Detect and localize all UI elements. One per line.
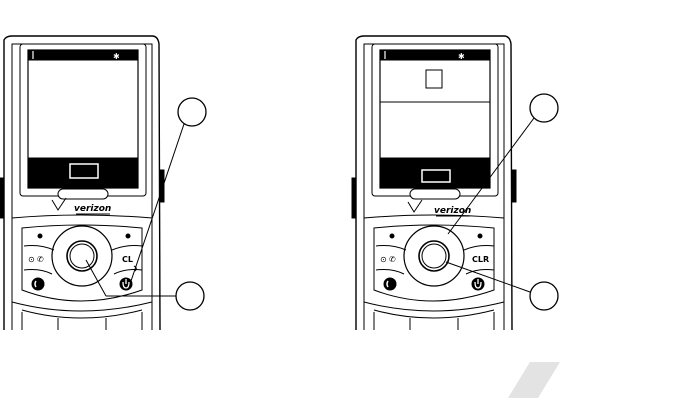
phone-right-key-sep-1 [376,246,406,251]
watermark-shape [508,362,560,398]
phone-left-left-softkey-dot [38,234,42,238]
phone-right-left-softkey-dot [390,234,394,238]
phone-left-navigation-center-key [67,241,97,271]
phone-right-navigation-ring [404,226,464,286]
phone-right-keypad-row-3 [374,312,494,330]
phone-left-status-bar [28,50,138,60]
phone-right-brand-check [408,200,422,212]
phone-right-right-softkey-dot [478,234,482,238]
phone-left-callout-top [178,98,206,126]
phone-right-status-bar [380,50,490,60]
phone-right-brand: verizon [434,206,471,216]
phone-left-keypad-edge [12,215,152,218]
phone-right-side-button-right [512,170,516,202]
phone-left-side-button-left [0,178,4,218]
phone-right-clr-label: CLR [472,255,489,264]
phone-left-navigation-center-inner [70,244,94,268]
phone-right-side-button-left [352,178,356,218]
phone-right-keypad-row-1 [364,302,504,311]
phone-right-send-key-icon [384,278,396,290]
phone-left-softkey-bar [28,158,138,188]
phone-right-softkey-bar [380,158,490,188]
phone-left-brand-check [52,198,66,210]
phone-right-navigation-center-key [419,241,449,271]
phone-left-clr-label: CL [122,255,133,264]
phone-left-camera-icon: ⊙ [28,255,35,264]
phone-right-power-end-key-icon [472,278,484,290]
phone-right-bluetooth-icon: ✱ [458,52,465,61]
phone-right-key-sep-2 [464,246,494,251]
phone-left-voice-icon: ✆ [37,255,44,264]
phone-left-brand: verizon [74,204,111,214]
phone-right-screen-icon-placeholder [426,70,442,88]
phone-left-right-softkey-dot [126,234,130,238]
phone-left-key-sep-4 [114,270,142,275]
phone-right-key-sep-3 [376,270,404,275]
phone-left-key-sep-2 [112,246,142,251]
phone-right: ✱ verizon ⊙ ✆ CLR [352,36,558,330]
phone-right-callout-bottom-leader [446,262,530,292]
phone-left-keypad-row-3 [22,312,142,330]
phone-right-camera-icon: ⊙ [380,255,387,264]
phone-right-speaker-slot [410,189,460,199]
phone-left-navigation-ring [52,226,112,286]
phone-right-callout-bottom [530,282,558,310]
phone-right-callout-top [530,94,558,122]
phone-left-speaker-slot [58,189,108,199]
phone-left: ✱ verizon ⊙ ✆ CL [0,36,206,330]
phone-left-key-sep-3 [24,270,52,275]
phone-left-key-sep-1 [24,246,54,251]
phone-left-keypad-row-1 [12,302,152,311]
phone-left-bluetooth-icon: ✱ [113,52,120,61]
phone-left-send-key-icon [32,278,44,290]
phone-right-voice-icon: ✆ [389,255,396,264]
phone-right-keypad-edge [364,215,504,218]
phone-right-navigation-center-inner [422,244,446,268]
phone-left-callout-bottom [176,282,204,310]
